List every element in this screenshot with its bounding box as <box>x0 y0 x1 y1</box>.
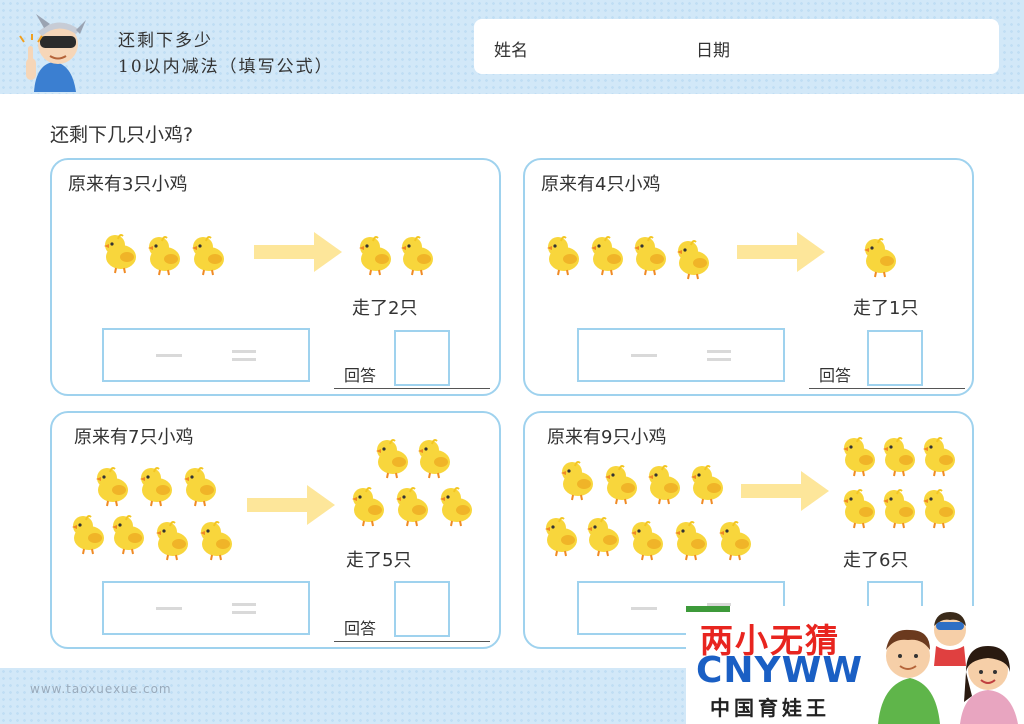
chick-icon <box>196 517 236 561</box>
website-url[interactable]: www.taoxuexue.com <box>30 682 172 696</box>
right-arrow-icon <box>737 230 827 274</box>
problem-panel-3: 原来有7只小鸡 走了5只 回答 <box>50 411 501 649</box>
logo-text-sub: 中国育娃王 <box>710 696 830 720</box>
minus-sign <box>631 607 657 610</box>
chick-icon <box>136 463 176 507</box>
chick-icon <box>839 485 879 529</box>
chick-icon <box>180 463 220 507</box>
chick-icon <box>644 461 684 505</box>
original-count-label: 原来有3只小鸡 <box>68 174 188 195</box>
answer-underline <box>334 388 490 389</box>
chick-icon <box>372 435 412 479</box>
answer-underline <box>334 641 490 642</box>
chick-icon <box>543 232 583 276</box>
chick-icon <box>414 435 454 479</box>
answer-label: 回答 <box>344 366 377 385</box>
chick-icon <box>583 513 623 557</box>
chick-icon <box>557 457 597 501</box>
chick-icon <box>348 483 388 527</box>
worksheet-title: 还剩下多少 <box>118 31 213 51</box>
chick-icon <box>541 513 581 557</box>
equals-sign <box>232 603 256 614</box>
original-count-label: 原来有7只小鸡 <box>74 427 194 448</box>
chick-icon <box>100 230 140 274</box>
minus-sign <box>156 607 182 610</box>
chick-icon <box>673 236 713 280</box>
chick-icon <box>92 463 132 507</box>
mascot-icon <box>19 14 86 92</box>
went-away-label: 走了1只 <box>853 298 919 319</box>
logo-text-en: CNYWW <box>696 650 864 691</box>
went-away-label: 走了2只 <box>352 298 418 319</box>
equals-sign <box>232 350 256 361</box>
chick-icon <box>436 483 476 527</box>
brand-logo: 两小无猜 CNYWW 中国育娃王 <box>686 606 1024 724</box>
question-prompt: 还剩下几只小鸡? <box>50 124 194 146</box>
chick-icon <box>879 485 919 529</box>
problem-panel-2: 原来有4只小鸡 走了1只 回答 <box>523 158 974 396</box>
formula-box[interactable] <box>102 581 310 635</box>
chick-icon <box>839 433 879 477</box>
chick-icon <box>144 232 184 276</box>
logo-accent-bar <box>686 606 730 612</box>
name-label: 姓名 <box>494 41 528 61</box>
chick-icon <box>397 232 437 276</box>
header-banner: 还剩下多少 10以内减法（填写公式） 姓名 日期 <box>0 0 1024 94</box>
original-count-label: 原来有4只小鸡 <box>541 174 661 195</box>
chick-icon <box>860 234 900 278</box>
chick-icon <box>630 232 670 276</box>
answer-label: 回答 <box>819 366 852 385</box>
chick-icon <box>627 517 667 561</box>
chick-icon <box>919 433 959 477</box>
logo-text-cn: 两小无猜 <box>700 621 840 660</box>
chick-icon <box>68 511 108 555</box>
chick-icon <box>152 517 192 561</box>
chick-icon <box>355 232 395 276</box>
date-label: 日期 <box>696 41 730 61</box>
family-illustration-icon <box>878 612 1018 724</box>
chick-icon <box>879 433 919 477</box>
answer-box[interactable] <box>867 330 923 386</box>
answer-label: 回答 <box>344 619 377 638</box>
answer-underline <box>809 388 965 389</box>
went-away-label: 走了5只 <box>346 550 412 571</box>
chick-icon <box>587 232 627 276</box>
original-count-label: 原来有9只小鸡 <box>547 427 667 448</box>
minus-sign <box>156 354 182 357</box>
chick-icon <box>687 461 727 505</box>
worksheet-subtitle: 10以内减法（填写公式） <box>118 57 334 77</box>
chick-icon <box>601 461 641 505</box>
equals-sign <box>707 350 731 361</box>
minus-sign <box>631 354 657 357</box>
right-arrow-icon <box>741 469 831 513</box>
right-arrow-icon <box>254 230 344 274</box>
formula-box[interactable] <box>577 328 785 382</box>
chick-icon <box>188 232 228 276</box>
chick-icon <box>108 511 148 555</box>
answer-box[interactable] <box>394 581 450 637</box>
formula-box[interactable] <box>102 328 310 382</box>
answer-box[interactable] <box>394 330 450 386</box>
problem-panel-1: 原来有3只小鸡 走了2只 回答 <box>50 158 501 396</box>
chick-icon <box>919 485 959 529</box>
went-away-label: 走了6只 <box>843 550 909 571</box>
chick-icon <box>392 483 432 527</box>
name-date-box: 姓名 日期 <box>474 19 999 74</box>
chick-icon <box>715 517 755 561</box>
right-arrow-icon <box>247 483 337 527</box>
chick-icon <box>671 517 711 561</box>
